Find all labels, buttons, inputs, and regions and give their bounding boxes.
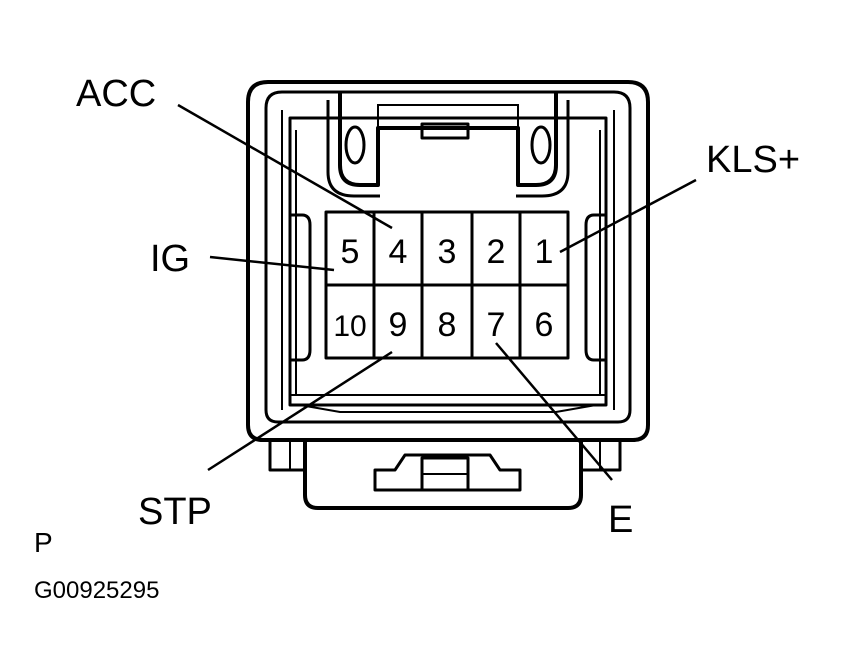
stp-leader-line [207, 350, 393, 472]
pin-grid [324, 210, 570, 360]
kls-leader-line [559, 178, 697, 254]
footer-letter: P [34, 527, 53, 558]
pin-7-label: 7 [487, 306, 506, 344]
pin-4-label: 4 [389, 233, 408, 271]
acc-leader-line [177, 103, 393, 230]
pin-5-label: 5 [341, 233, 360, 271]
e-label: E [608, 499, 633, 541]
pin-8-label: 8 [438, 306, 457, 344]
pin-1-label: 1 [535, 233, 554, 271]
ig-leader-line [209, 255, 335, 272]
pin-2-label: 2 [487, 233, 506, 271]
kls-label: KLS+ [706, 139, 800, 181]
stp-label: STP [138, 491, 212, 533]
bottom-latch [268, 440, 622, 510]
ig-label: IG [150, 238, 190, 280]
footer-code: G00925295 [34, 577, 159, 604]
pin-6-label: 6 [535, 306, 554, 344]
top-latch [326, 92, 570, 198]
acc-label: ACC [76, 73, 156, 115]
pin-9-label: 9 [389, 306, 408, 344]
e-leader-line [495, 342, 613, 481]
pin-3-label: 3 [438, 233, 457, 271]
pin-10-label: 10 [333, 310, 366, 343]
